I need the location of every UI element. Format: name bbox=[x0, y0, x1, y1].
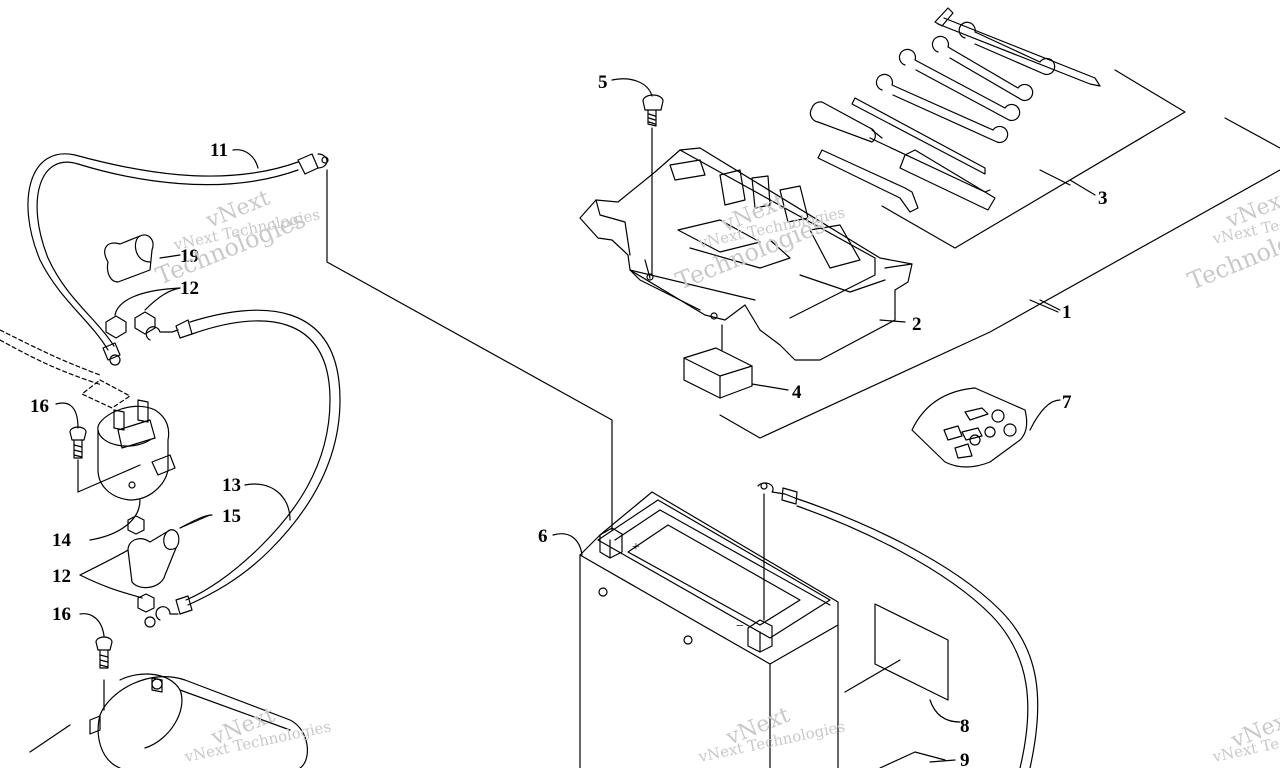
terminal-nut-lower bbox=[137, 593, 155, 613]
screw-part bbox=[642, 94, 664, 276]
callout-16-lower: 16 bbox=[52, 604, 71, 625]
callout-15: 15 bbox=[222, 506, 241, 527]
battery-positive-mark: + bbox=[632, 540, 640, 555]
washer bbox=[144, 616, 156, 628]
callout-6: 6 bbox=[538, 526, 548, 547]
watermark-group: vNext Technologies vNext Technologies vN… bbox=[152, 186, 1280, 767]
callout-12-lower: 12 bbox=[52, 566, 71, 587]
wrench-tools bbox=[809, 7, 1101, 213]
callout-1: 1 bbox=[1062, 302, 1072, 323]
callout-16-upper: 16 bbox=[30, 396, 49, 417]
callout-8: 8 bbox=[960, 716, 970, 737]
callout-leaders bbox=[79, 78, 1096, 763]
battery-label bbox=[844, 603, 949, 701]
mounting-bolt bbox=[55, 402, 87, 459]
callout-9: 9 bbox=[960, 750, 970, 768]
foam-pad bbox=[683, 324, 753, 399]
hardware-kit-bag bbox=[911, 387, 1028, 468]
callout-14: 14 bbox=[52, 530, 72, 551]
starter-bolt bbox=[79, 613, 113, 711]
terminal-nut bbox=[105, 311, 156, 339]
tool-box-assembly-panel bbox=[719, 117, 1280, 439]
callout-7: 7 bbox=[1062, 392, 1072, 413]
battery-negative-mark: − bbox=[736, 619, 744, 634]
callout-5: 5 bbox=[598, 72, 608, 93]
battery-cable bbox=[757, 482, 1039, 769]
battery bbox=[579, 491, 839, 769]
starter-solenoid bbox=[77, 399, 176, 541]
starter-motor bbox=[29, 673, 308, 769]
battery-pad bbox=[879, 751, 946, 769]
terminal-boot-15 bbox=[127, 514, 213, 589]
terminal-boot bbox=[104, 234, 154, 283]
callout-4: 4 bbox=[792, 382, 802, 403]
tool-box-tray bbox=[579, 147, 913, 361]
callout-13: 13 bbox=[222, 475, 241, 496]
ground-wire bbox=[0, 329, 131, 409]
callout-12-upper: 12 bbox=[180, 278, 199, 299]
cable-leader bbox=[326, 169, 613, 531]
callout-2: 2 bbox=[912, 314, 922, 335]
cable-11 bbox=[27, 153, 329, 366]
callout-labels: 1 2 3 4 5 6 7 8 9 11 12 12 13 14 15 16 1… bbox=[30, 72, 1108, 771]
callout-3: 3 bbox=[1098, 188, 1108, 209]
cable-13 bbox=[145, 309, 341, 621]
callout-19: 19 bbox=[180, 246, 199, 267]
tool-kit-panel bbox=[881, 69, 1186, 249]
callout-11: 11 bbox=[210, 140, 228, 161]
